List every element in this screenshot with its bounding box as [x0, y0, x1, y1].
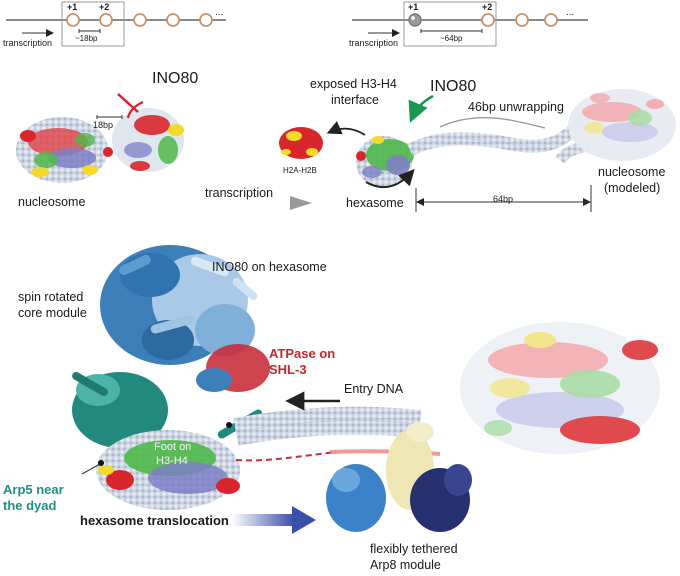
entry-dna-label: Entry DNA: [344, 382, 404, 396]
nucleosome-bead: [199, 13, 213, 27]
nucleosome-bead: [544, 13, 558, 27]
position-label: +1: [408, 2, 419, 12]
hexasome-structure: [356, 136, 415, 189]
unwrapping-label: 46bp unwrapping: [468, 100, 564, 114]
modeled-nucleosome-bottom: [460, 322, 660, 454]
nucleosome-bead: [515, 13, 529, 27]
arp5-label: Arp5 near: [3, 482, 64, 497]
nucleosome-bead: [99, 13, 113, 27]
inhibition-arrow: [126, 101, 144, 119]
arp5-label: the dyad: [3, 498, 57, 513]
ellipsis-label: ...: [215, 7, 224, 18]
spacing-label: ~64bp: [440, 34, 463, 43]
foot-label: Foot on: [154, 441, 192, 453]
gap-label-right: 64bp: [493, 194, 514, 204]
activation-arrow: [408, 94, 434, 123]
nucleosome-bead: [481, 13, 495, 27]
gap-label-left: 18bp: [93, 120, 114, 130]
translocation-arrow-shaft: [232, 514, 294, 526]
arp8-label: flexibly tethered: [370, 542, 458, 556]
hexasome-bead: [408, 13, 422, 27]
position-label: +2: [482, 2, 493, 12]
hexasome-bottom: [96, 430, 240, 510]
hexasome-label: hexasome: [346, 196, 404, 210]
translocation-label: hexasome translocation: [80, 513, 229, 528]
position-label: +1: [67, 2, 78, 12]
atpase-label: SHL-3: [269, 362, 307, 377]
ino80-label-right: INO80: [430, 78, 477, 95]
ino80-label-left: INO80: [152, 70, 199, 87]
arp8-module: [326, 422, 472, 532]
atpase-domain: [196, 344, 270, 392]
atpase-label: ATPase on: [269, 346, 336, 361]
schematic-left: [6, 1, 226, 47]
nucleosome-structure-left: [16, 108, 184, 183]
position-label: +2: [99, 2, 110, 12]
h2a-h2b-label: H2A-H2B: [283, 166, 317, 175]
arp8-label: Arp8 module: [370, 558, 441, 572]
spin-rotated-label: spin rotated: [18, 290, 84, 304]
ino80-on-hexasome-label: INO80 on hexasome: [212, 260, 327, 274]
spacing-label: ~18bp: [75, 34, 98, 43]
nucleosome-bead: [166, 13, 180, 27]
nucleosome-bead: [66, 13, 80, 27]
nucleosome-label: nucleosome: [18, 195, 86, 209]
exposed-label: exposed H3-H4: [310, 77, 397, 91]
modeled-label: (modeled): [604, 181, 661, 195]
exposed-label: interface: [331, 93, 379, 107]
nucleosome-bead: [133, 13, 147, 27]
h2a-h2b-dimer: [279, 127, 323, 159]
transcription-schematic-label: transcription: [349, 38, 399, 48]
transcription-label: transcription: [205, 186, 274, 200]
tether-dashed-line: [235, 451, 337, 462]
ellipsis-label: ...: [566, 7, 575, 18]
schematic-right: [352, 1, 588, 47]
entry-dna: [233, 406, 422, 446]
transcription-schematic-label: transcription: [3, 38, 53, 48]
translocation-arrow-head: [292, 506, 316, 534]
spin-rotated-label: core module: [18, 306, 87, 320]
foot-label: H3-H4: [156, 455, 188, 467]
unwrapping-bracket: [439, 116, 546, 129]
modeled-nucleosome: [568, 89, 676, 161]
modeled-label: nucleosome: [598, 165, 666, 179]
ino80-core-module: [100, 245, 258, 365]
unwrapped-dna: [407, 112, 594, 156]
